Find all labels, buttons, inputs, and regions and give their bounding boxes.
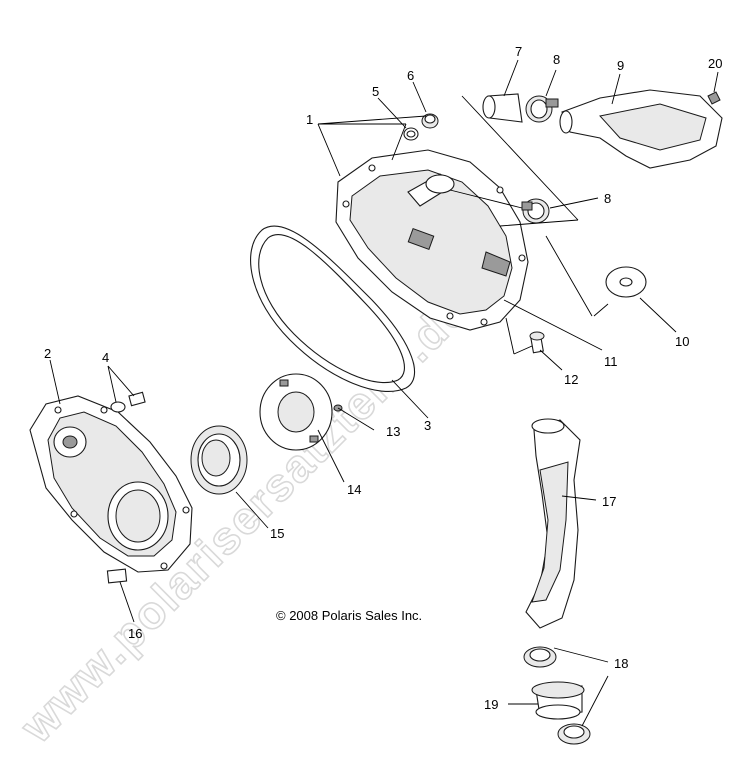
callout-2: 2	[44, 346, 51, 361]
callout-labels: 1 2 3 4 5 6 7 8 8 9 10 11 12 13 14 15 16…	[44, 44, 722, 712]
seal-15	[190, 425, 248, 495]
screw-20	[707, 91, 721, 105]
callout-3: 3	[424, 418, 431, 433]
callout-9: 9	[617, 58, 624, 73]
callout-10: 10	[675, 334, 689, 349]
callout-19: 19	[484, 697, 498, 712]
callout-11: 11	[604, 354, 618, 369]
callout-8a: 8	[553, 52, 560, 67]
callout-15: 15	[270, 526, 284, 541]
clamp-18-bottom	[557, 723, 591, 745]
clamp-18-top	[523, 646, 557, 668]
adapter-19	[531, 681, 585, 720]
callout-4: 4	[102, 350, 109, 365]
bolt-12	[529, 331, 545, 354]
leader-lines	[49, 59, 719, 727]
callout-16: 16	[128, 626, 142, 641]
washer-bolt-4	[110, 391, 146, 413]
clamp-8-top	[525, 95, 559, 123]
callout-6: 6	[407, 68, 414, 83]
plug-6	[421, 113, 439, 129]
callout-8b: 8	[604, 191, 611, 206]
clamp-8-middle	[521, 198, 550, 224]
callout-12: 12	[564, 372, 578, 387]
callout-5: 5	[372, 84, 379, 99]
duct-7	[482, 93, 523, 123]
inner-clutch-cover	[335, 149, 529, 331]
callout-14: 14	[347, 482, 361, 497]
copyright-text: © 2008 Polaris Sales Inc.	[276, 608, 422, 623]
callout-18: 18	[614, 656, 628, 671]
intake-boot-9	[559, 89, 723, 169]
drive-belt-3	[250, 225, 415, 392]
callout-1: 1	[306, 112, 313, 127]
washer-10	[605, 266, 647, 298]
decal-16	[106, 568, 128, 584]
callout-13: 13	[386, 424, 400, 439]
o-ring-5	[403, 127, 419, 141]
callout-17: 17	[602, 494, 616, 509]
outlet-duct-17	[525, 418, 581, 629]
callout-20: 20	[708, 56, 722, 71]
plate-14	[259, 373, 333, 451]
outer-clutch-cover	[29, 395, 193, 573]
callout-7: 7	[515, 44, 522, 59]
